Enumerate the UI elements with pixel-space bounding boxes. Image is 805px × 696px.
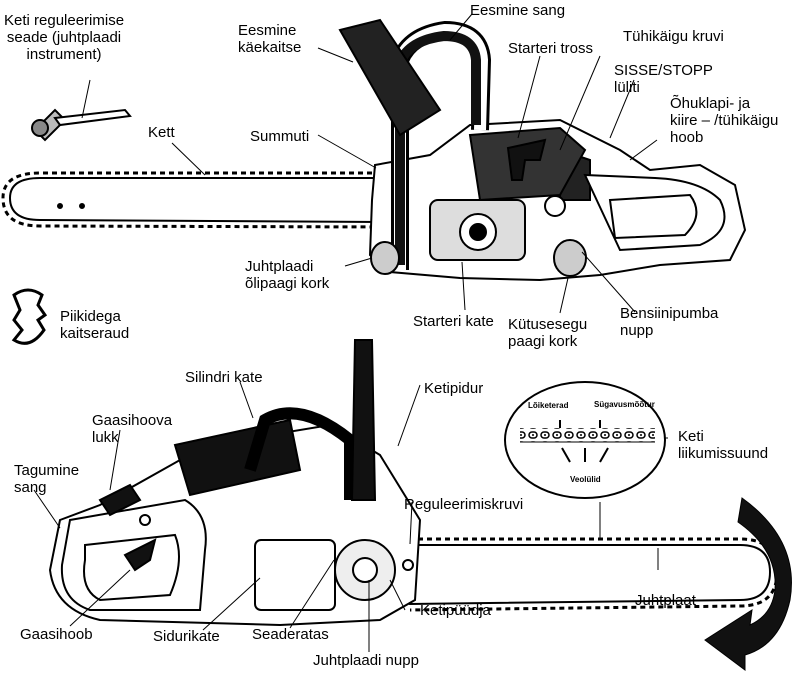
label-starter-rope: Starteri tross bbox=[508, 40, 593, 57]
guide-bar-top bbox=[10, 178, 390, 222]
guide-bar-bottom bbox=[400, 545, 770, 604]
label-on-stop-switch: SISSE/STOPP lüliti bbox=[614, 62, 713, 96]
label-depth-gauge: Sügavusmõõtur bbox=[594, 400, 655, 409]
label-primer-bulb: Bensiinipumba nupp bbox=[620, 305, 718, 339]
bottom-chainsaw bbox=[50, 340, 777, 625]
label-bar-oil-cap: Juhtplaadi õlipaagi kork bbox=[245, 258, 329, 292]
label-chain: Kett bbox=[148, 124, 175, 141]
label-drive-links: Veolülid bbox=[570, 475, 601, 484]
label-clutch-cover: Sidurikate bbox=[153, 628, 220, 645]
label-bumper-spike: Piikidega kaitseraud bbox=[60, 308, 129, 342]
label-front-handle: Eesmine sang bbox=[470, 2, 565, 19]
label-chain-catcher: Ketipüüdja bbox=[420, 602, 491, 619]
chain-adjust-tool bbox=[32, 110, 130, 140]
label-chain-direction: Keti liikumissuund bbox=[678, 428, 768, 462]
label-throttle-trigger: Gaasihoob bbox=[20, 626, 93, 643]
label-cutters: Lõiketerad bbox=[528, 401, 568, 410]
label-idle-screw: Tühikäigu kruvi bbox=[623, 28, 724, 45]
label-choke-lever: Õhuklapi- ja kiire – /tühikäigu hoob bbox=[670, 95, 778, 146]
label-muffler: Summuti bbox=[250, 128, 309, 145]
label-bar-knob: Juhtplaadi nupp bbox=[313, 652, 419, 669]
label-guide-bar: Juhtplaat bbox=[635, 592, 696, 609]
label-adjusting-screw: Reguleerimiskruvi bbox=[404, 496, 523, 513]
label-adjusting-wheel: Seaderatas bbox=[252, 626, 329, 643]
label-front-hand-guard: Eesmine käekaitse bbox=[238, 22, 301, 56]
label-chain-brake: Ketipidur bbox=[424, 380, 483, 397]
label-cylinder-cover: Silindri kate bbox=[185, 369, 263, 386]
label-starter-cover: Starteri kate bbox=[413, 313, 494, 330]
label-rear-handle: Tagumine sang bbox=[14, 462, 79, 496]
bumper-spike bbox=[14, 290, 45, 343]
label-fuel-cap: Kütusesegu paagi kork bbox=[508, 316, 587, 350]
label-chain-adjust-tool: Keti reguleerimise seade (juhtplaadi ins… bbox=[4, 12, 124, 63]
label-throttle-lockout: Gaasihoova lukk bbox=[92, 412, 172, 446]
